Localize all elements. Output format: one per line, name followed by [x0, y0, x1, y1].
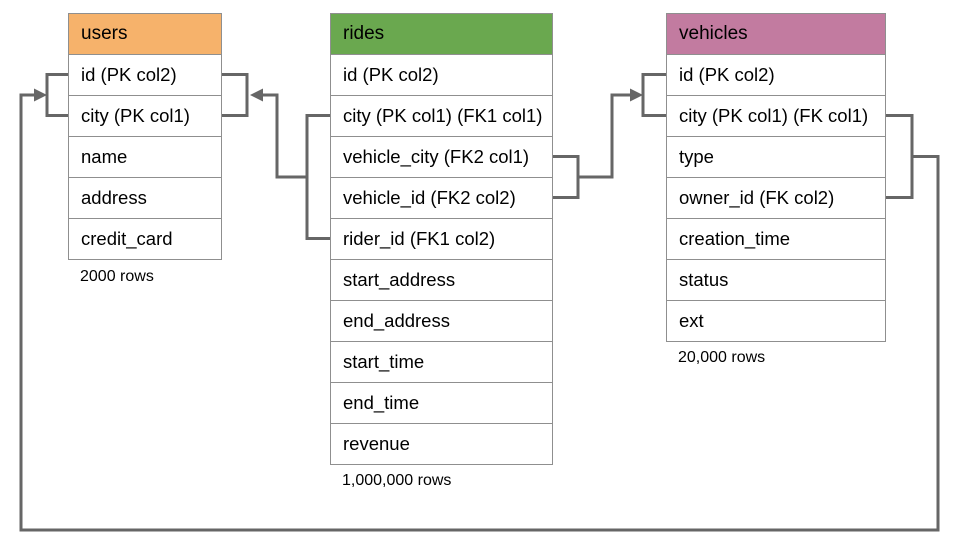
arrowhead-right-icon — [630, 88, 643, 102]
column-row: city (PK col1) (FK1 col1) — [331, 95, 552, 136]
users-right-bracket — [222, 73, 249, 117]
users-left-bracket — [45, 73, 68, 117]
column-row: rider_id (FK1 col2) — [331, 218, 552, 259]
arrowhead-right-icon — [34, 88, 47, 102]
column-row: ext — [667, 300, 885, 341]
connector-rides-to-users — [222, 73, 330, 240]
connector-rides-to-vehicles — [553, 73, 666, 199]
column-row: name — [69, 136, 221, 177]
column-row: id (PK col2) — [331, 54, 552, 95]
table-rides: rides id (PK col2) city (PK col1) (FK1 c… — [330, 13, 553, 465]
arrowhead-left-icon — [250, 88, 263, 102]
column-row: city (PK col1) — [69, 95, 221, 136]
column-row: type — [667, 136, 885, 177]
table-vehicles-header: vehicles — [667, 14, 885, 54]
column-row: credit_card — [69, 218, 221, 259]
column-row: id (PK col2) — [69, 54, 221, 95]
column-row: end_time — [331, 382, 552, 423]
table-users: users id (PK col2) city (PK col1) name a… — [68, 13, 222, 260]
table-rides-header: rides — [331, 14, 552, 54]
column-row: owner_id (FK col2) — [667, 177, 885, 218]
row-count-label-rides: 1,000,000 rows — [342, 472, 452, 489]
connector-vehicles-to-users — [19, 73, 940, 532]
connector-line — [578, 93, 630, 179]
column-row: end_address — [331, 300, 552, 341]
column-row: vehicle_id (FK2 col2) — [331, 177, 552, 218]
table-vehicles: vehicles id (PK col2) city (PK col1) (FK… — [666, 13, 886, 342]
column-row: id (PK col2) — [667, 54, 885, 95]
row-count-label-vehicles: 20,000 rows — [678, 349, 766, 366]
connector-line — [19, 93, 940, 532]
column-row: revenue — [331, 423, 552, 464]
connector-line — [263, 93, 307, 179]
column-row: start_time — [331, 341, 552, 382]
vehicles-left-bracket — [641, 73, 666, 117]
rides-left-bracket — [305, 114, 330, 240]
column-row: city (PK col1) (FK col1) — [667, 95, 885, 136]
column-row: start_address — [331, 259, 552, 300]
column-row: status — [667, 259, 885, 300]
column-row: vehicle_city (FK2 col1) — [331, 136, 552, 177]
table-users-header: users — [69, 14, 221, 54]
column-row: address — [69, 177, 221, 218]
rides-right-bracket — [553, 155, 580, 199]
column-row: creation_time — [667, 218, 885, 259]
vehicles-right-bracket — [886, 114, 914, 199]
row-count-label-users: 2000 rows — [80, 268, 154, 285]
